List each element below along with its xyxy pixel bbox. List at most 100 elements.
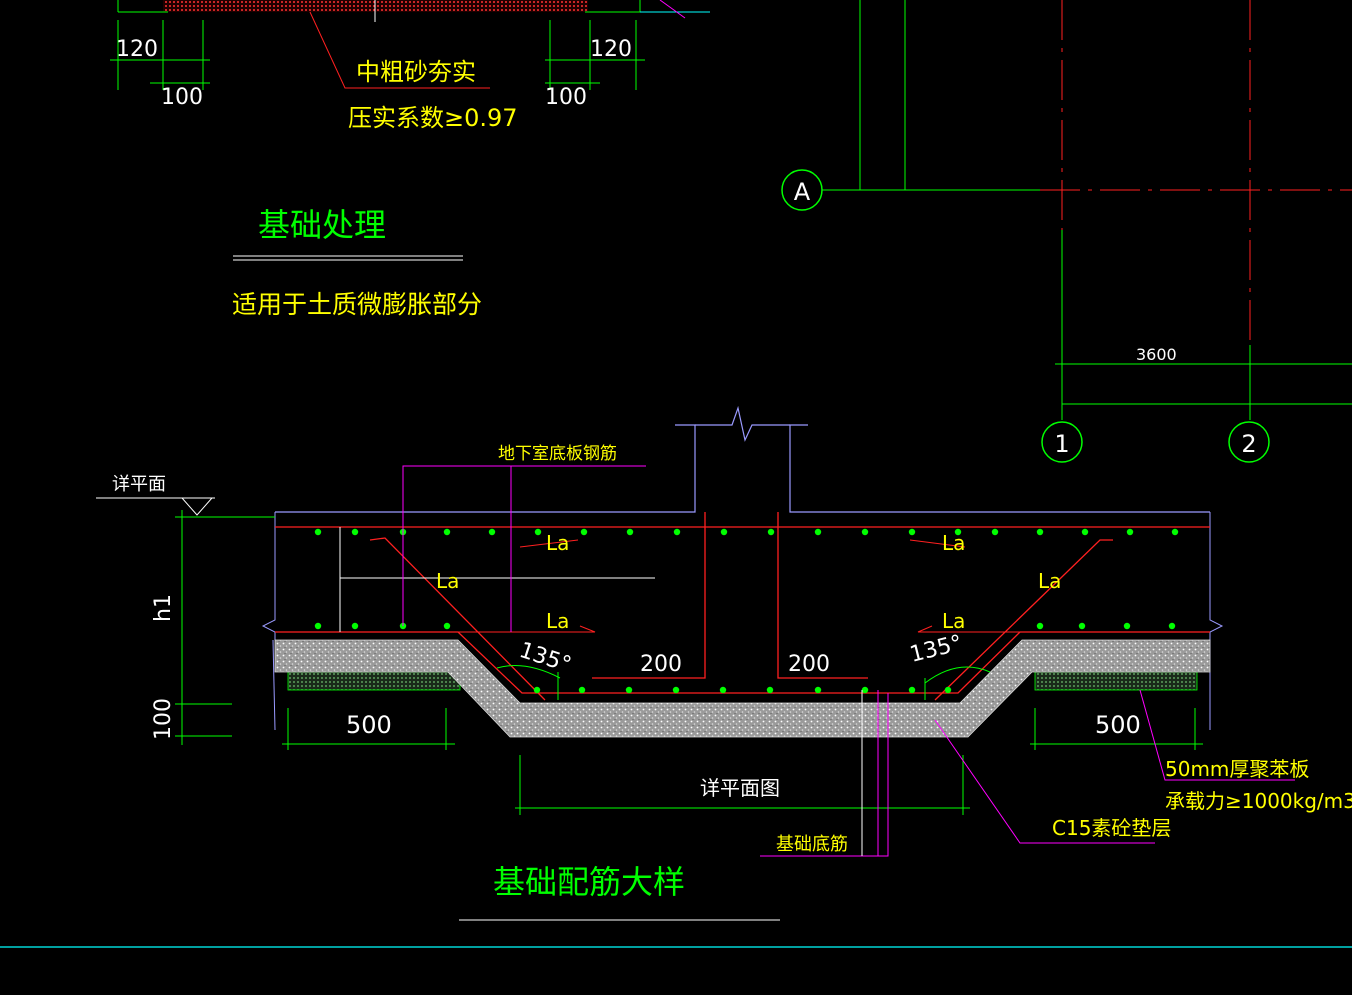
la-label: La <box>1038 569 1061 593</box>
axis-label-a: A <box>794 178 811 206</box>
rebar-dot <box>533 686 541 694</box>
rebar-dot <box>720 528 728 536</box>
rebar-dot <box>944 686 952 694</box>
section-title: 基础配筋大样 <box>493 863 685 901</box>
rebar-dot <box>672 686 680 694</box>
polystyrene-board-right <box>1034 671 1198 691</box>
rebar-dot <box>1126 528 1134 536</box>
slab-rebar-label: 地下室底板钢筋 <box>498 444 617 464</box>
dim-120-left: 120 <box>116 37 158 62</box>
elevation-label: 详平面 <box>112 474 166 495</box>
rebar-dot <box>351 528 359 536</box>
note-leader <box>309 11 490 89</box>
la-lower-bar-right <box>917 625 1060 633</box>
rebar-dot <box>954 528 962 536</box>
rebar-dot <box>861 686 869 694</box>
rebar-dot <box>1168 622 1176 630</box>
rebar-dot <box>488 528 496 536</box>
axis-bubble-1 <box>1041 421 1083 463</box>
span-3600: 3600 <box>1136 345 1177 364</box>
dim-200-left: 200 <box>640 652 682 677</box>
top-leader <box>659 0 686 19</box>
slab-edge-left-lower <box>272 639 276 731</box>
rebar-dot <box>314 528 322 536</box>
dim-200-right: 200 <box>788 652 830 677</box>
top-detail: 120 100 120 100 中粗砂夯实 压实系数≥0.97 <box>110 0 710 132</box>
rebar-dot <box>673 528 681 536</box>
la-label: La <box>942 609 965 633</box>
rebar-dot <box>766 686 774 694</box>
c15-concrete-cushion <box>274 639 1211 738</box>
rebar-dot <box>1036 622 1044 630</box>
rebar-dot <box>314 622 322 630</box>
axis-label-2: 2 <box>1241 430 1256 458</box>
note-sand: 中粗砂夯实 <box>356 58 476 86</box>
angle-label-right: 135° <box>907 631 964 668</box>
dowel-right <box>777 512 868 679</box>
bottom-rebar-label: 基础底筋 <box>776 834 848 855</box>
wall-outline-left <box>275 424 696 513</box>
foundation-treatment-title: 基础处理 <box>258 206 386 244</box>
axis-bubble-2 <box>1228 421 1270 463</box>
rebar-dot <box>908 686 916 694</box>
rebar-dot <box>351 622 359 630</box>
board-label-line2: 承载力≥1000kg/m3 <box>1165 789 1352 813</box>
rebar-dot <box>443 622 451 630</box>
dim-100-right: 100 <box>545 85 587 110</box>
rebar-dot <box>626 528 634 536</box>
board-label-line1: 50mm厚聚苯板 <box>1165 757 1309 781</box>
rebar-dot <box>767 528 775 536</box>
angle-arc-left <box>496 665 561 679</box>
foundation-treatment-block: 基础处理 适用于土质微膨胀部分 <box>232 206 482 319</box>
la-lower-bar-left <box>440 625 596 633</box>
elevation-triangle <box>180 497 214 516</box>
axis-label-1: 1 <box>1054 430 1069 458</box>
diagonal-bar-left <box>369 537 546 701</box>
foundation-treatment-subtitle: 适用于土质微膨胀部分 <box>232 290 482 319</box>
dim-500-left: 500 <box>346 711 392 739</box>
h1-label: h1 <box>151 594 176 622</box>
foundation-section: 地下室底板钢筋 详平面 h1 100 500 500 详平面图 200 200 <box>96 405 1352 921</box>
rebar-dot <box>443 528 451 536</box>
rebar-dot <box>991 528 999 536</box>
rebar-dot <box>580 528 588 536</box>
dim-500-right: 500 <box>1095 711 1141 739</box>
note-compaction: 压实系数≥0.97 <box>348 104 518 132</box>
board-leader <box>1139 689 1295 781</box>
wall-break-line <box>695 405 790 442</box>
la-label: La <box>436 569 459 593</box>
slab-edge-right <box>1209 512 1224 640</box>
slab-rebar-leader <box>402 465 646 626</box>
bottom-rebar-leader <box>760 693 889 857</box>
rebar-dot <box>1123 622 1131 630</box>
rebar-dot <box>861 528 869 536</box>
dim-120-right: 120 <box>590 37 632 62</box>
rebar-dot <box>814 686 822 694</box>
rebar-dot <box>578 686 586 694</box>
rebar-dot <box>534 528 542 536</box>
dim-100-vertical: 100 <box>151 698 176 740</box>
polystyrene-board-left <box>287 671 461 691</box>
rebar-dot <box>719 686 727 694</box>
rebar-dots <box>314 528 1179 694</box>
cushion-label: C15素砼垫层 <box>1052 816 1171 840</box>
plan-ref-label: 详平面图 <box>700 776 780 800</box>
dowel-left <box>592 512 706 679</box>
la-hook <box>519 539 579 548</box>
rebar-dot <box>1081 528 1089 536</box>
wall-outline-right <box>789 424 1210 513</box>
slab-edge-left <box>261 512 276 640</box>
dim-100-left: 100 <box>161 85 203 110</box>
cushion-leader <box>934 719 1155 844</box>
la-label: La <box>546 609 569 633</box>
rebar-dot <box>1036 528 1044 536</box>
angle-label-left: 135° <box>516 638 574 678</box>
la-hook <box>909 539 966 548</box>
diagonal-bar-right <box>934 539 1113 701</box>
la-label: La <box>546 531 569 555</box>
rebar-dot <box>1078 622 1086 630</box>
rebar-dot <box>908 528 916 536</box>
rebar-dot <box>625 686 633 694</box>
rebar-dot <box>1171 528 1179 536</box>
